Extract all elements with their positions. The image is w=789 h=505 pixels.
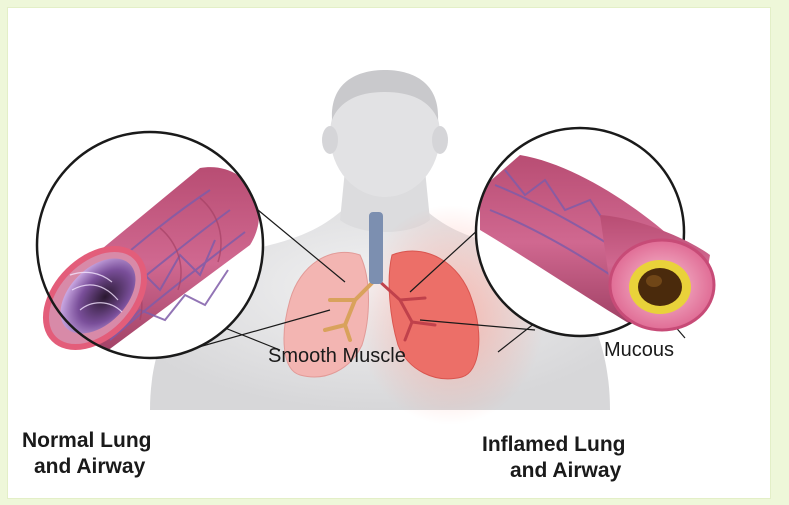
normal-title-line-1: Normal Lung	[22, 428, 152, 454]
inflamed-title-line-1: Inflamed Lung	[482, 432, 626, 458]
airway-tube-narrowed-icon	[476, 128, 714, 336]
ear-left	[322, 126, 338, 154]
normal-title-line-2: and Airway	[22, 454, 152, 480]
inflamed-lung-title: Inflamed Lung and Airway	[482, 432, 626, 484]
inflamed-airway-lumen	[638, 268, 682, 306]
trachea	[369, 212, 383, 284]
smooth-muscle-label: Smooth Muscle	[268, 345, 406, 367]
inflamed-title-line-2: and Airway	[482, 458, 626, 484]
normal-lung-title: Normal Lung and Airway	[22, 428, 152, 480]
ear-right	[432, 126, 448, 154]
mucous-label: Mucous	[604, 339, 674, 361]
